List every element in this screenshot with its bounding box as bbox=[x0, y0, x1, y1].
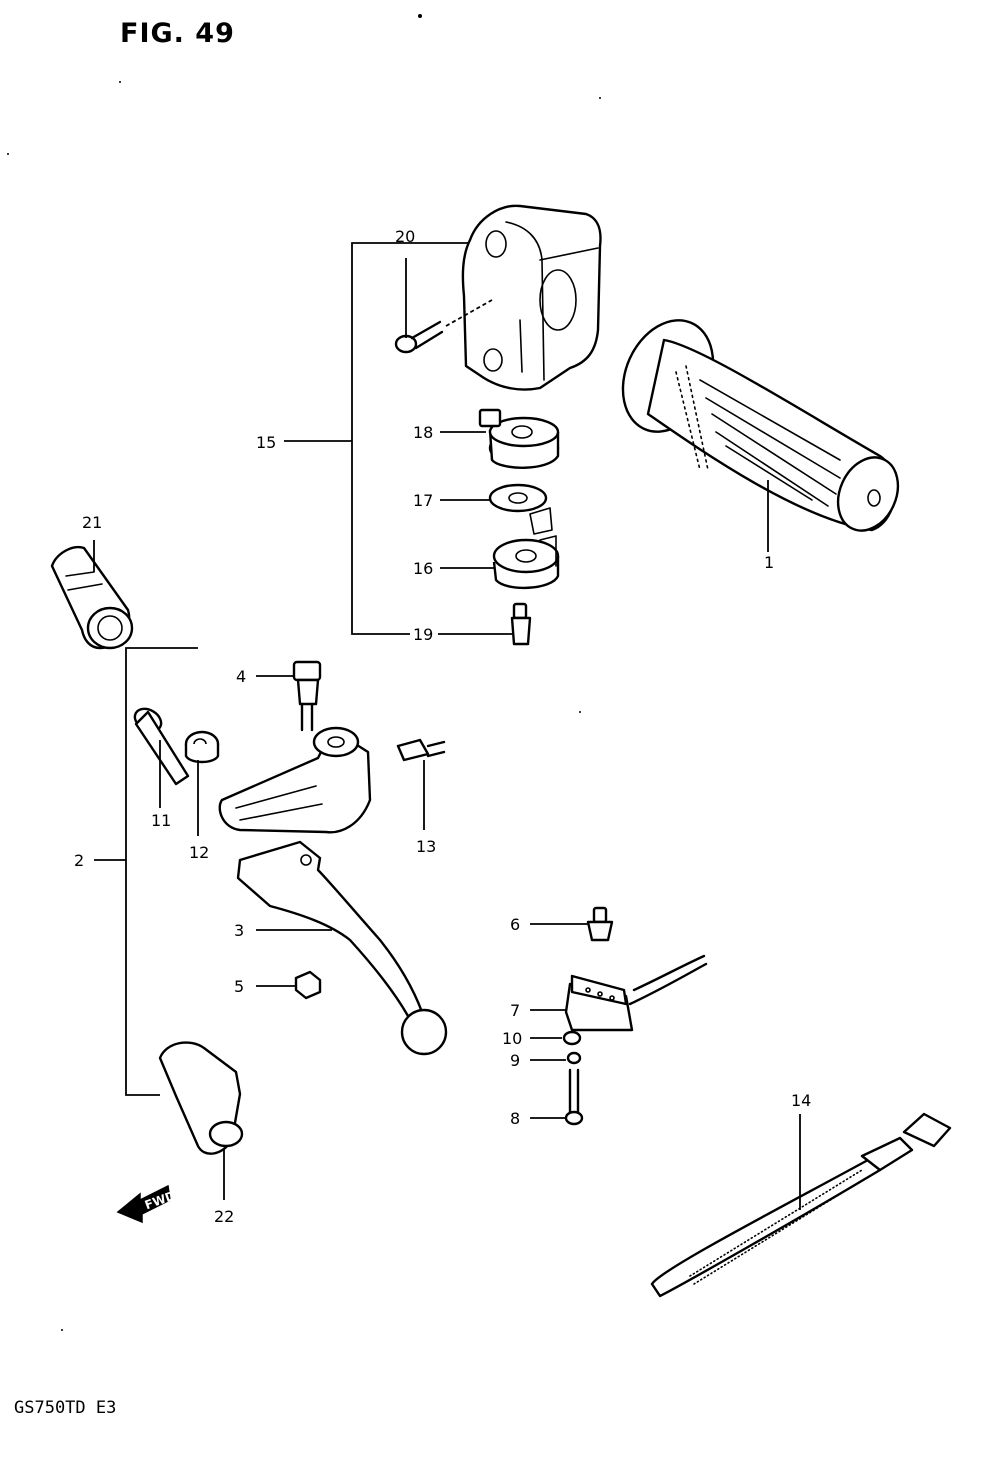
lever-bracket bbox=[218, 726, 372, 834]
label-15: 15 bbox=[256, 433, 276, 452]
washer bbox=[488, 483, 553, 535]
switch-spring-washer bbox=[566, 1051, 582, 1065]
label-12: 12 bbox=[189, 843, 209, 862]
label-21: 21 bbox=[82, 513, 102, 532]
clutch-switch bbox=[564, 954, 708, 1032]
label-10: 10 bbox=[502, 1029, 522, 1048]
label-9: 9 bbox=[510, 1051, 520, 1070]
leader-lines bbox=[93, 258, 801, 1210]
part-numbers: 20 15 18 17 16 19 1 21 4 11 12 13 2 3 5 … bbox=[74, 227, 811, 1226]
label-7: 7 bbox=[510, 1001, 520, 1020]
adjuster-bolt bbox=[133, 707, 190, 786]
label-22: 22 bbox=[214, 1207, 234, 1226]
label-19: 19 bbox=[413, 625, 433, 644]
label-17: 17 bbox=[413, 491, 433, 510]
label-20: 20 bbox=[395, 227, 415, 246]
fwd-label: FWD bbox=[143, 1188, 177, 1212]
label-11: 11 bbox=[151, 811, 171, 830]
lever-nut bbox=[294, 970, 322, 1000]
lever-boot bbox=[158, 1041, 244, 1155]
handlebar-grip bbox=[621, 319, 900, 532]
clutch-lever bbox=[236, 840, 448, 1056]
label-18: 18 bbox=[413, 423, 433, 442]
bracket-group-15 bbox=[284, 242, 470, 635]
bracket-group-2 bbox=[94, 647, 198, 1096]
label-16: 16 bbox=[413, 559, 433, 578]
switch-washer bbox=[562, 1030, 582, 1046]
scan-specks bbox=[7, 14, 601, 1331]
cable-tie bbox=[650, 1112, 952, 1298]
bracket-screw bbox=[396, 738, 446, 762]
label-4: 4 bbox=[236, 667, 246, 686]
model-code: GS750TD E3 bbox=[14, 1398, 117, 1418]
label-6: 6 bbox=[510, 915, 520, 934]
adjuster-locknut bbox=[184, 730, 220, 764]
label-5: 5 bbox=[234, 977, 244, 996]
small-screw bbox=[510, 602, 532, 646]
pivot-bolt bbox=[292, 660, 322, 732]
forward-direction-arrow: FWD bbox=[116, 1184, 177, 1224]
label-13: 13 bbox=[416, 837, 436, 856]
label-3: 3 bbox=[234, 921, 244, 940]
switch-plunger bbox=[586, 906, 614, 942]
switch-base bbox=[492, 535, 560, 590]
lever-cover bbox=[50, 545, 134, 650]
figure-title: FIG. 49 bbox=[120, 18, 235, 49]
switch-cam bbox=[478, 408, 560, 469]
switch-housing bbox=[461, 204, 602, 391]
label-2: 2 bbox=[74, 851, 84, 870]
label-1: 1 bbox=[764, 553, 774, 572]
label-8: 8 bbox=[510, 1109, 520, 1128]
label-14: 14 bbox=[791, 1091, 811, 1110]
switch-screw bbox=[564, 1068, 584, 1126]
